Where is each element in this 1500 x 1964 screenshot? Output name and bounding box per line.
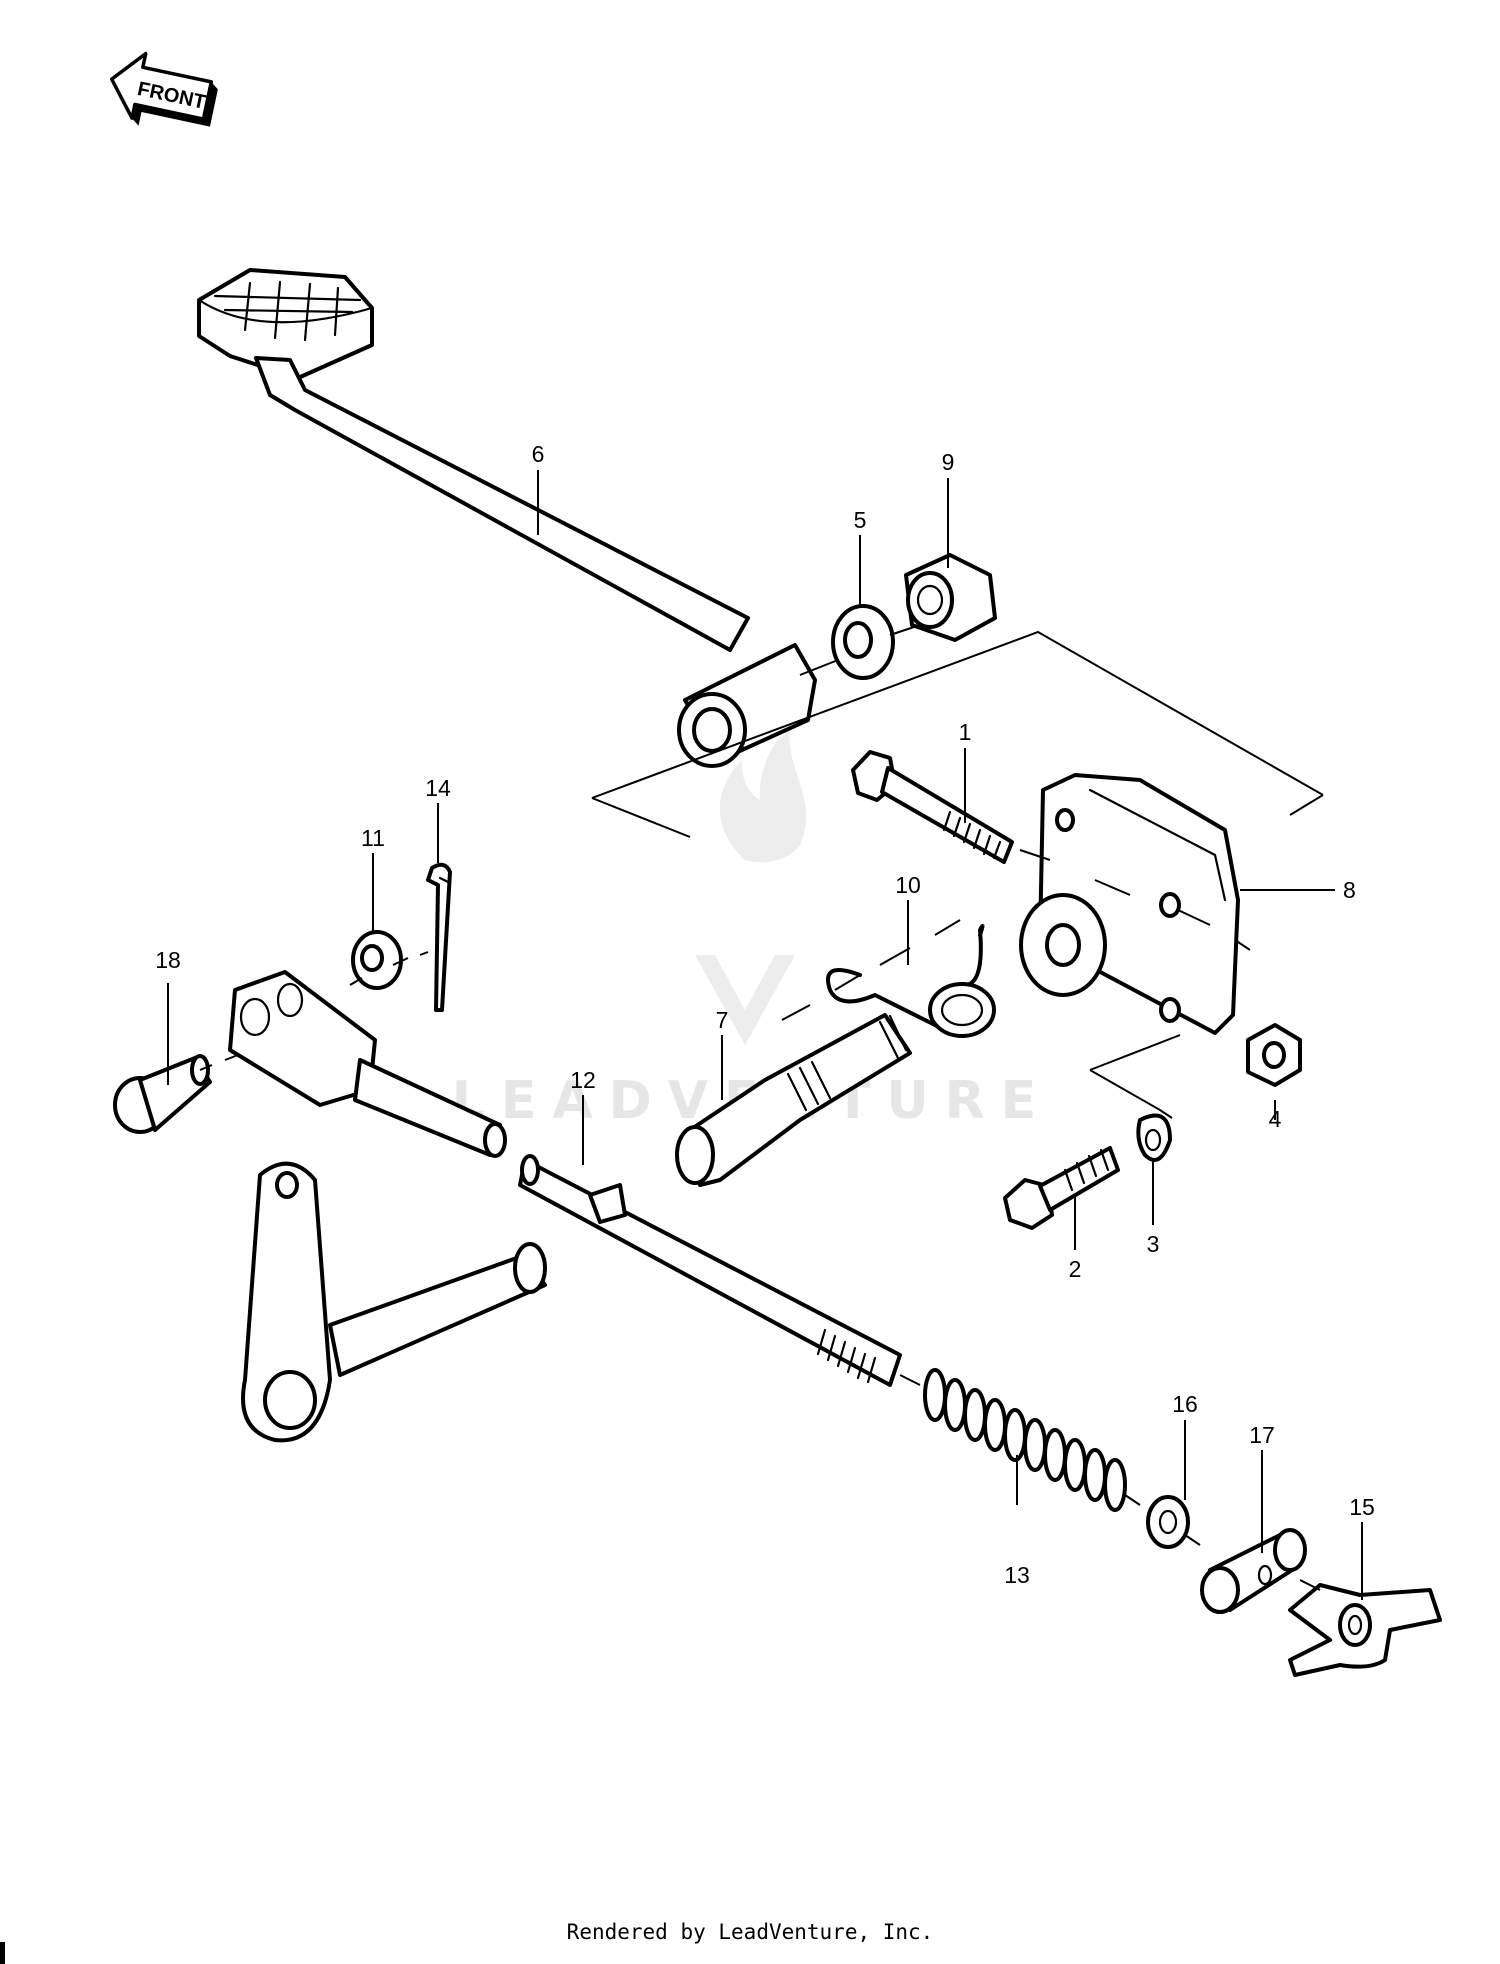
return-spring-10 bbox=[826, 924, 996, 1038]
exploded-reference-lines bbox=[199, 624, 1324, 1591]
trunnion-17 bbox=[1200, 1528, 1307, 1614]
callout-16: 16 bbox=[1172, 1391, 1198, 1417]
callout-labels: 1 2 3 4 5 6 7 8 9 10 11 12 13 14 15 16 1… bbox=[155, 441, 1375, 1588]
brake-pedal bbox=[197, 268, 817, 768]
coil-spring-13 bbox=[923, 1368, 1127, 1512]
flame-logo-icon bbox=[695, 730, 807, 1045]
callout-8: 8 bbox=[1343, 877, 1356, 903]
clevis-pin-18 bbox=[113, 1054, 212, 1134]
lock-washer-3 bbox=[1136, 1113, 1172, 1162]
callout-7: 7 bbox=[716, 1007, 729, 1033]
callout-9: 9 bbox=[942, 449, 955, 475]
cotter-pin-14 bbox=[426, 862, 452, 1012]
washer-5 bbox=[831, 604, 895, 680]
acorn-nut-9 bbox=[904, 553, 997, 642]
callout-4: 4 bbox=[1269, 1106, 1282, 1132]
brake-rod-12 bbox=[518, 1154, 902, 1387]
nut-4 bbox=[1246, 1023, 1302, 1087]
callout-12: 12 bbox=[570, 1067, 596, 1093]
pivot-shaft-7 bbox=[675, 1013, 912, 1187]
bolt-1 bbox=[851, 750, 1014, 864]
bracket-8 bbox=[1019, 773, 1240, 1035]
callout-5: 5 bbox=[854, 507, 867, 533]
callout-14: 14 bbox=[425, 775, 451, 801]
leadventure-watermark: LEADVENTURE bbox=[452, 730, 1036, 1131]
callout-3: 3 bbox=[1147, 1231, 1160, 1257]
callout-13: 13 bbox=[1004, 1562, 1030, 1588]
callout-6: 6 bbox=[532, 441, 545, 467]
callout-leaders bbox=[167, 470, 1363, 1600]
brake-lever-arm bbox=[241, 1161, 547, 1443]
callout-2: 2 bbox=[1069, 1256, 1082, 1282]
callout-10: 10 bbox=[895, 872, 921, 898]
callout-17: 17 bbox=[1249, 1422, 1275, 1448]
washer-16 bbox=[1146, 1495, 1190, 1549]
washer-11 bbox=[351, 930, 403, 990]
footer-credit: Rendered by LeadVenture, Inc. bbox=[566, 1920, 934, 1944]
wing-nut-15 bbox=[1288, 1583, 1442, 1677]
callout-18: 18 bbox=[155, 947, 181, 973]
callout-15: 15 bbox=[1349, 1494, 1375, 1520]
bolt-2 bbox=[1003, 1146, 1120, 1230]
edge-mark bbox=[0, 1942, 5, 1964]
front-direction-badge: FRONT bbox=[109, 51, 218, 127]
callout-11: 11 bbox=[361, 825, 385, 851]
callout-1: 1 bbox=[959, 719, 972, 745]
clevis-yoke bbox=[228, 970, 507, 1158]
